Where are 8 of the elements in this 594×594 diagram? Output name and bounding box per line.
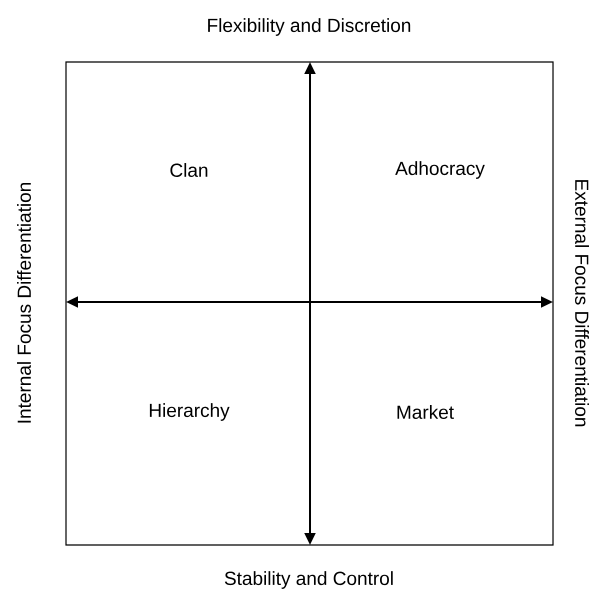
axis-title: External Focus Differentiation [575, 180, 589, 426]
axis-title: Internal Focus Differentiation [17, 182, 31, 423]
quadrant-label: Clan [170, 163, 208, 177]
axis-title: Flexibility and Discretion [208, 18, 410, 36]
quadrant-label: Market [398, 405, 454, 419]
quadrant-label: Hierarchy [150, 403, 230, 421]
axis-title: Stability and Control [224, 571, 393, 589]
quadrant-label: Adhocracy [395, 161, 485, 179]
